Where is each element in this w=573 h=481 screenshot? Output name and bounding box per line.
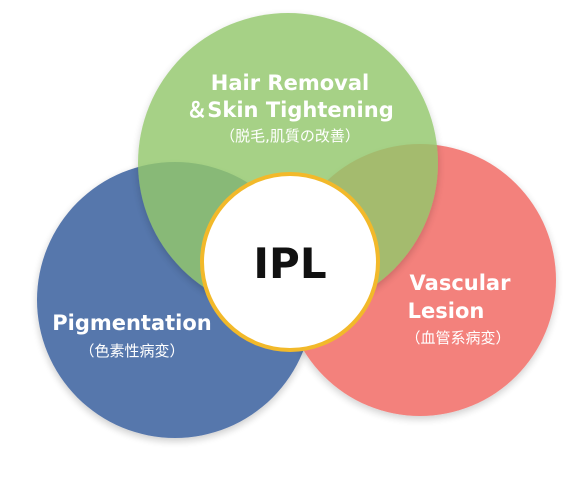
pigmentation-subtitle: （色素性病変）	[79, 342, 184, 360]
ipl-center-circle	[200, 172, 380, 352]
vascular-lesion-subtitle: （血管系病変）	[405, 329, 510, 347]
ipl-center-label: IPL	[253, 239, 326, 288]
hair-removal-title-line2: ＆Skin Tightening	[186, 98, 393, 122]
vascular-lesion-title-line1: Vascular	[410, 271, 512, 295]
hair-removal-subtitle: （脱毛,肌質の改善）	[220, 127, 360, 145]
vascular-lesion-title-line2: Lesion	[408, 299, 485, 323]
hair-removal-title-line1: Hair Removal	[211, 71, 369, 95]
pigmentation-title: Pigmentation	[52, 311, 212, 335]
